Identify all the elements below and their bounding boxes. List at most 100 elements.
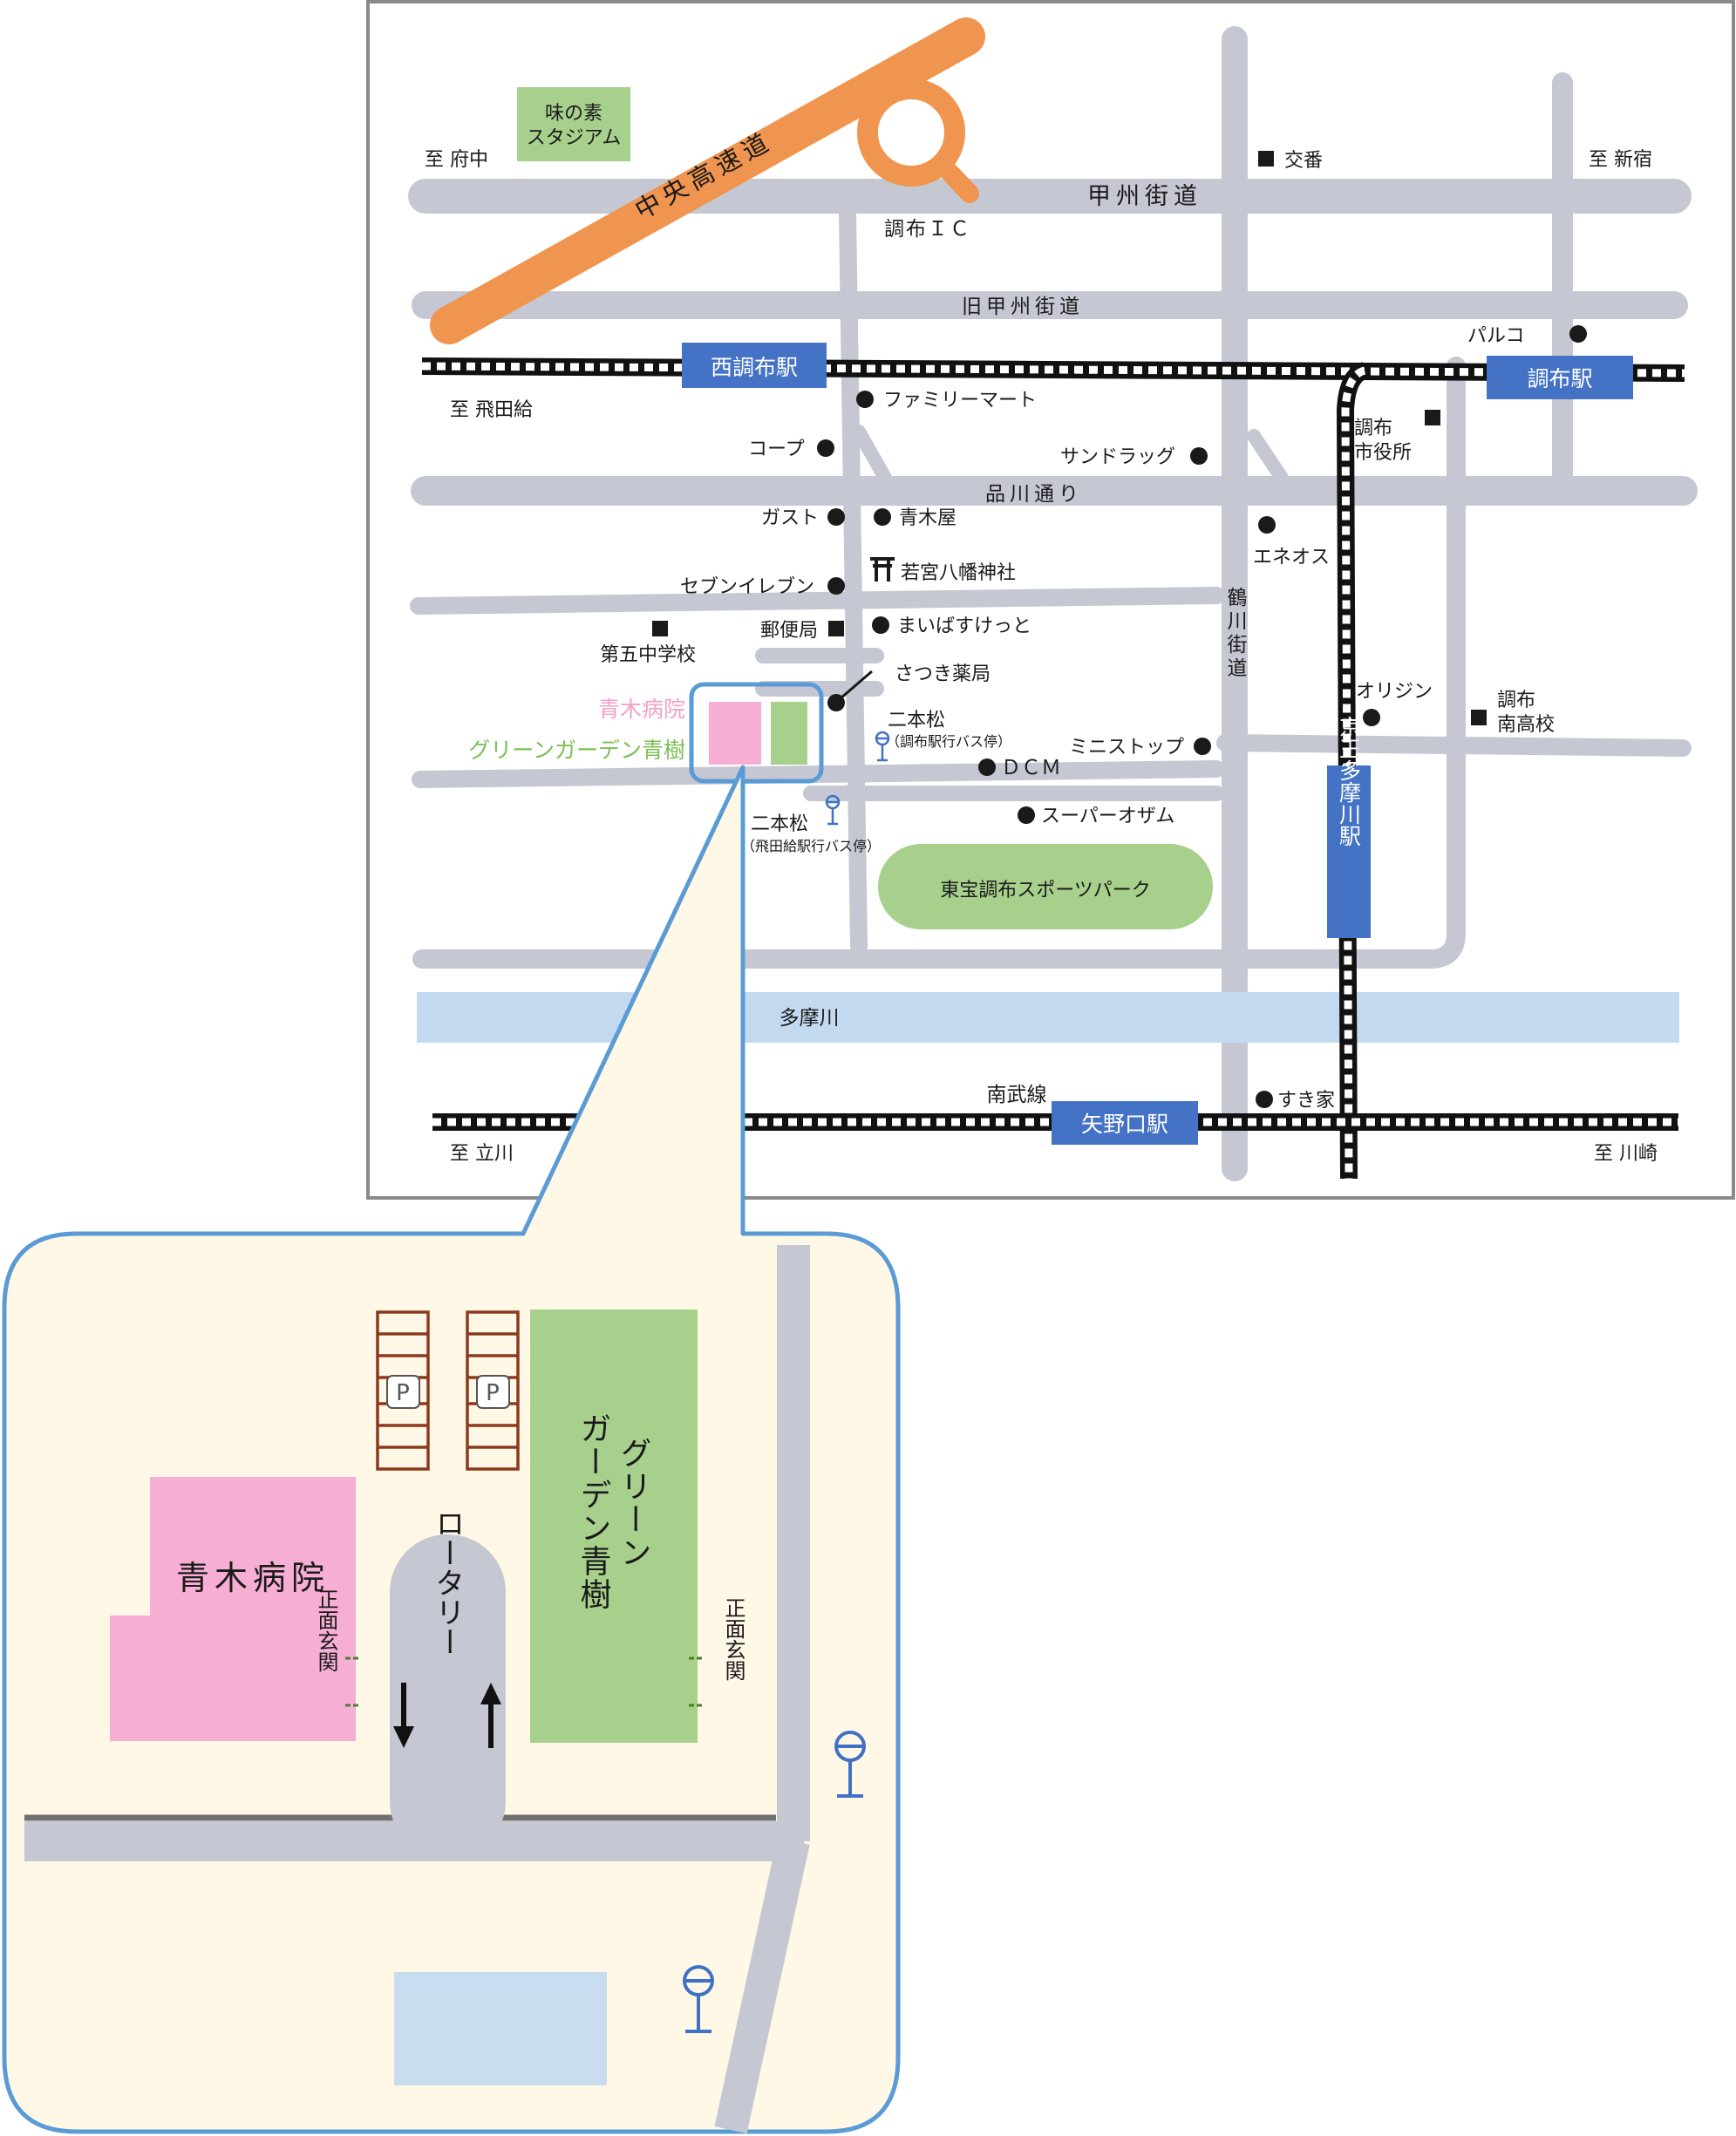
origin-icon [1363,709,1380,726]
bus2-name: 二本松 [751,813,808,835]
school5-icon [652,621,668,636]
station-nishichofu-label: 西調布駅 [711,355,798,380]
bus2-icon [825,794,841,826]
bus1-icon [875,731,890,762]
origin-label: オリジン [1356,681,1433,703]
inset-rotary-label: ロータリー [430,1508,465,1656]
inset-rotary [390,1534,506,1859]
chofu-ic-loop [857,78,965,187]
sukiya-icon [1256,1091,1273,1108]
coop-icon [817,439,834,457]
dir-fuchu: 至 府中 [425,149,488,171]
station-chofu-label: 調布駅 [1527,366,1592,391]
seven-label: セブンイレブン [680,576,814,598]
river-tama [417,992,1679,1043]
sportspark-label: 東宝調布スポーツパーク [940,880,1151,901]
school5-label: 第五中学校 [600,644,696,666]
station-yanokuchi-label: 矢野口駅 [1081,1112,1168,1137]
shrine-label: 若宮八幡神社 [901,562,1016,584]
familymart-label: ファミリーマート [883,390,1037,412]
sundrug-label: サンドラッグ [1060,446,1175,468]
hospital-label-small: 青木病院 [598,697,685,722]
tsurukawa-kaido-label: 鶴川街道 [1223,587,1248,681]
inset-blue-block [394,1972,607,2085]
chofu-ic-label: 調布ＩＣ [884,218,971,241]
gusto-label: ガスト [761,507,819,529]
nambu-line-label: 南武線 [987,1084,1047,1106]
aokiya-icon [874,508,891,526]
bus1-note: （調布駅行バス停） [886,733,1011,750]
koban-label: 交番 [1284,150,1323,172]
bus2-note: （飛田給駅行バス停） [741,838,881,854]
old-koshu-kaido-label: 旧甲州街道 [962,296,1084,318]
road-diag-2 [1247,429,1289,485]
station-chofu [1487,356,1633,399]
shinagawa-dori-label: 品川通り [985,483,1083,506]
koshu-kaido-label: 甲州街道 [1087,183,1202,210]
satsuki-leader [840,670,873,700]
eneos-label: エネオス [1253,547,1330,568]
dcm-label: ＤＣＭ [1001,757,1061,779]
stadium-label: 味の素スタジアム [527,103,621,149]
station-nishichofu [682,343,827,388]
station-keiotamagawa [1327,765,1371,938]
hospital-entrance-label: 正面玄関 [314,1588,338,1672]
ozam-icon [1018,806,1035,824]
parco-label: パルコ [1467,325,1525,347]
koban-icon [1258,151,1274,167]
ozam-label: スーパーオザム [1041,806,1174,827]
inset-bus-stop-icon-2 [683,1965,714,2033]
inset-greengarden-building [530,1309,698,1743]
bus1-name: 二本松 [888,710,945,731]
destination-highlight [689,682,824,784]
dir-shinjuku: 至 新宿 [1589,149,1652,171]
sportspark-block [878,844,1213,929]
shrine-icon [870,557,895,582]
maibasket-icon [872,616,889,634]
coop-label: コープ [748,439,805,460]
post-label: 郵便局 [760,620,818,642]
city-hall-label: 調布市役所 [1354,418,1412,464]
railway-keio [421,357,1685,1180]
parking-icon-2: P [486,1380,500,1406]
city-hall-icon [1425,410,1440,425]
poi-markers [652,151,1587,1108]
inset-hospital-label: 青木病院 [176,1559,330,1597]
dir-tobitakyu: 至 飛田給 [450,399,533,421]
dcm-icon [978,758,996,776]
road-a [410,587,1225,615]
eneos-icon [1258,516,1276,534]
dir-tachikawa: 至 立川 [450,1143,514,1165]
familymart-icon [856,391,874,408]
chofu-ic-ramp [932,154,979,203]
stadium-block [517,87,630,161]
aokiya-label: 青木屋 [899,507,957,529]
parking-icon-1: P [396,1380,410,1406]
sundrug-icon [1190,447,1208,465]
inset-greengarden-label: グリーンガーデン青樹 [575,1412,651,1611]
road-network [408,26,1698,1181]
chofu-minami-label: 調布南高校 [1497,690,1555,736]
road-south [412,357,1466,969]
sukiya-label: すき家 [1277,1090,1335,1112]
parking-sign-2 [476,1375,510,1409]
seven-icon [827,577,845,595]
rotary-down-arrow-icon [393,1683,414,1748]
road-diag-1 [852,425,892,485]
station-keiotamagawa-label: 京王多摩川駅 [1337,716,1362,847]
greengarden-label-small: グリーンガーデン青樹 [468,738,685,763]
dir-kawasaki: 至 川崎 [1594,1143,1658,1165]
station-yanokuchi [1052,1101,1198,1145]
expressway-chuo [430,17,985,344]
river-label: 多摩川 [779,1007,840,1030]
hospital-block-small [709,702,761,765]
rotary-up-arrow-icon [480,1683,501,1748]
maibasket-label: まいばすけっと [897,616,1031,637]
ministop-label: ミニストップ [1069,737,1184,758]
stations: 西調布駅 調布駅 京王多摩川駅 矢野口駅 [682,343,1633,1145]
satsuki-label: さつき薬局 [895,663,991,685]
parco-icon [1569,325,1587,343]
greengarden-entrance-label: 正面玄関 [721,1597,745,1681]
gusto-icon [827,508,845,526]
